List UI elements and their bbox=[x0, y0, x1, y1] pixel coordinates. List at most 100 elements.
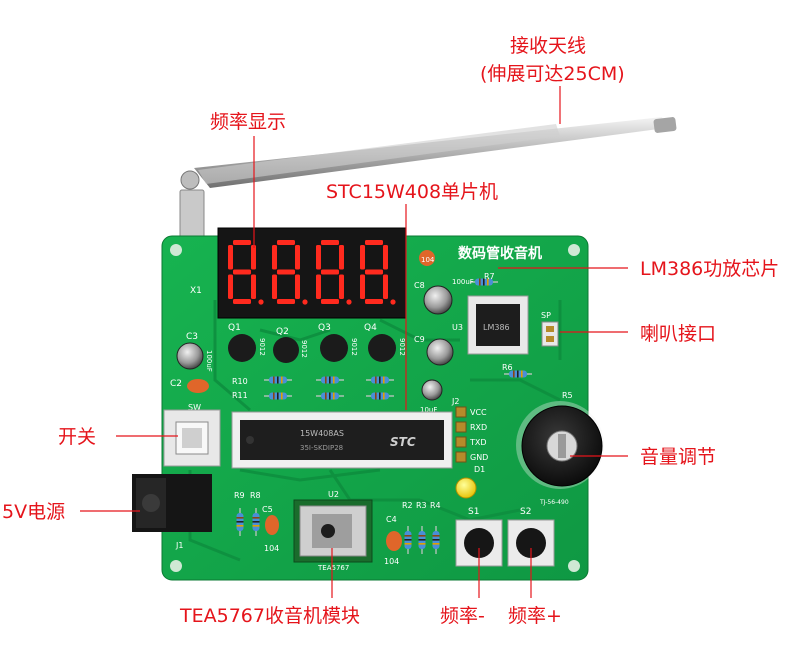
digit-4 bbox=[360, 240, 396, 305]
ceramic-capacitor-c4 bbox=[386, 531, 402, 551]
q1-value: 9012 bbox=[258, 338, 266, 356]
decimal-point bbox=[302, 299, 308, 305]
designator-q3: Q3 bbox=[318, 323, 331, 333]
designator-c8: C8 bbox=[414, 281, 425, 290]
segment bbox=[233, 269, 251, 275]
designator-x1: X1 bbox=[190, 286, 202, 296]
ceramic-capacitor-c1 bbox=[419, 250, 435, 266]
resistor bbox=[418, 526, 426, 554]
designator-r3: R3 bbox=[416, 501, 427, 510]
label-volume: 音量调节 bbox=[640, 446, 716, 468]
c1-value: 104 bbox=[421, 256, 435, 264]
board-title: 数码管收音机 bbox=[458, 245, 542, 262]
seven-segment-display bbox=[217, 227, 407, 319]
segment bbox=[295, 274, 300, 299]
label-mcu: STC15W408单片机 bbox=[326, 181, 498, 203]
designator-j1: J1 bbox=[175, 541, 183, 550]
designator-q1: Q1 bbox=[228, 323, 241, 333]
resistor bbox=[366, 376, 394, 384]
ceramic-capacitor-c2 bbox=[187, 379, 209, 393]
label-power: 5V电源 bbox=[2, 501, 65, 523]
designator-r2: R2 bbox=[402, 501, 413, 510]
c10-value: 10uF bbox=[420, 406, 437, 414]
designator-c9: C9 bbox=[414, 335, 425, 344]
segment bbox=[277, 299, 295, 304]
resistor bbox=[252, 508, 260, 536]
segment bbox=[339, 245, 344, 270]
label-antenna-note: (伸展可达25CM) bbox=[480, 63, 625, 85]
c8-value: 100uF bbox=[452, 278, 474, 286]
mcu-chip: STC 15W408AS 35I-SKDIP28 bbox=[231, 411, 453, 469]
volume-potentiometer bbox=[516, 401, 604, 489]
q2-value: 9012 bbox=[300, 340, 308, 358]
segment bbox=[272, 245, 277, 270]
designator-r7: R7 bbox=[484, 272, 495, 281]
header-pin bbox=[455, 406, 467, 418]
designator-u3: U3 bbox=[452, 323, 463, 332]
label-display: 频率显示 bbox=[210, 111, 286, 133]
segment bbox=[228, 245, 233, 270]
designator-r8: R8 bbox=[250, 491, 261, 500]
designator-u2: U2 bbox=[328, 490, 339, 499]
label-freq-up: 频率+ bbox=[508, 605, 562, 627]
segment bbox=[316, 245, 321, 270]
resistor bbox=[316, 392, 344, 400]
designator-r6: R6 bbox=[502, 363, 513, 372]
lm386-chip: R7 LM386 U3 bbox=[452, 272, 529, 355]
amp-chip-marking: LM386 bbox=[483, 323, 510, 332]
serial-pin-label: RXD bbox=[470, 423, 487, 432]
resistor bbox=[504, 370, 532, 378]
label-module: TEA5767收音机模块 bbox=[179, 605, 360, 627]
serial-pin-label: TXD bbox=[469, 438, 487, 447]
resistor bbox=[432, 526, 440, 554]
designator-sw: SW bbox=[188, 403, 201, 412]
resistor bbox=[366, 392, 394, 400]
segment bbox=[277, 269, 295, 275]
mcu-model: 15W408AS bbox=[300, 429, 344, 438]
resistor-array bbox=[236, 278, 532, 554]
segment bbox=[228, 274, 233, 299]
resistor bbox=[316, 376, 344, 384]
tea5767-module bbox=[293, 499, 373, 563]
designator-c3: C3 bbox=[186, 332, 198, 342]
label-amp: LM386功放芯片 bbox=[640, 258, 779, 280]
q3-value: 9012 bbox=[350, 338, 358, 356]
digit-2 bbox=[272, 240, 308, 305]
module-marking: TEA5767 bbox=[317, 564, 349, 572]
pot-marking: TJ-56-490 bbox=[539, 499, 569, 506]
designator-r10: R10 bbox=[232, 377, 248, 386]
dc-power-jack bbox=[132, 474, 212, 532]
ceramic-capacitor-c5 bbox=[265, 515, 279, 535]
digit-3 bbox=[316, 240, 352, 305]
designator-d1: D1 bbox=[474, 465, 485, 474]
c5-value: 104 bbox=[264, 544, 279, 553]
designator-c5: C5 bbox=[262, 505, 273, 514]
segment bbox=[277, 240, 295, 245]
segment bbox=[272, 274, 277, 299]
designator-c2: C2 bbox=[170, 379, 182, 389]
designator-sp: SP bbox=[541, 311, 551, 320]
serial-pin-label: VCC bbox=[470, 408, 487, 417]
electrolytic-capacitor-c10 bbox=[421, 379, 443, 401]
segment bbox=[360, 245, 365, 270]
segment bbox=[383, 274, 388, 299]
designator-r9: R9 bbox=[234, 491, 245, 500]
q4-value: 9012 bbox=[398, 338, 406, 356]
indicator-led bbox=[455, 477, 477, 499]
segment bbox=[316, 274, 321, 299]
header-pin bbox=[455, 421, 467, 433]
electrolytic-capacitor-c9 bbox=[426, 338, 454, 366]
digit-1 bbox=[228, 240, 264, 305]
power-switch bbox=[163, 409, 221, 467]
callout-leaders bbox=[80, 86, 628, 598]
decimal-point bbox=[346, 299, 352, 305]
segment bbox=[251, 245, 256, 270]
segment bbox=[365, 269, 383, 275]
decimal-point bbox=[258, 299, 264, 305]
segment bbox=[321, 269, 339, 275]
segment bbox=[251, 274, 256, 299]
header-pin bbox=[455, 451, 467, 463]
segment bbox=[365, 240, 383, 245]
label-freq-down: 频率- bbox=[440, 605, 485, 627]
